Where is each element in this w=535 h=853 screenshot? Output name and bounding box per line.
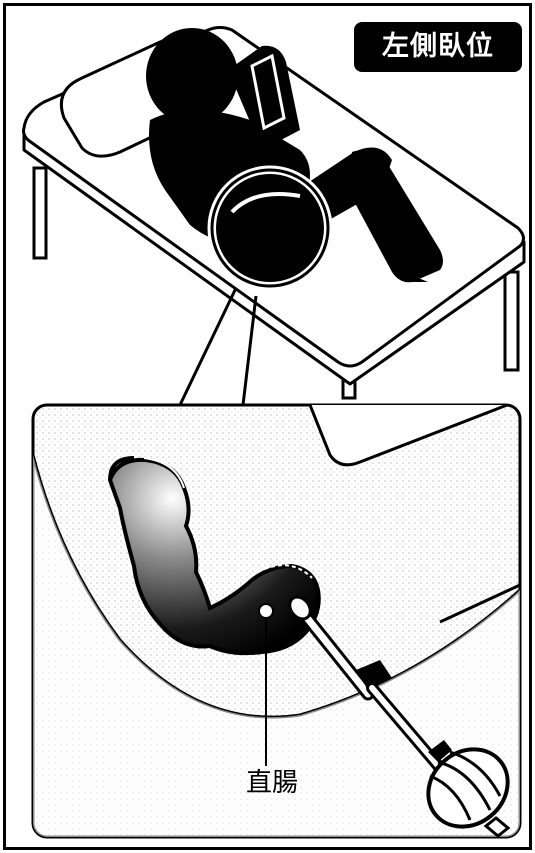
position-badge: 左側臥位 <box>354 22 522 72</box>
rectum-label: 直腸 <box>222 766 322 800</box>
